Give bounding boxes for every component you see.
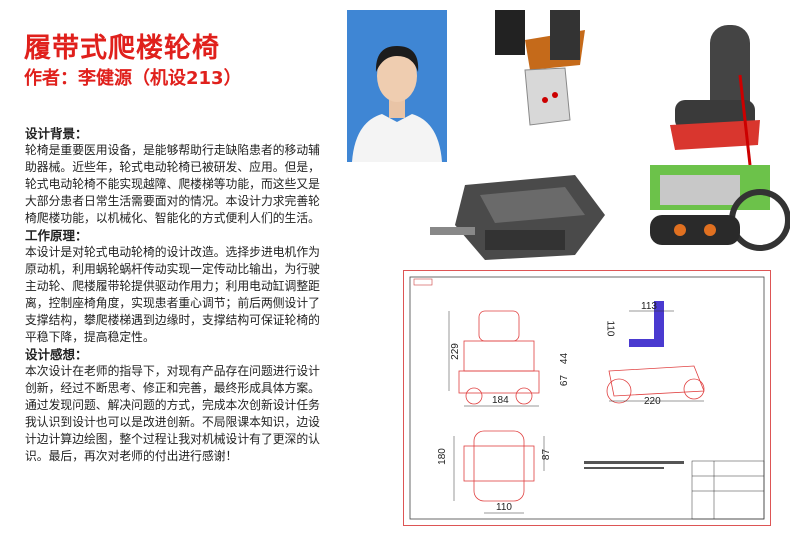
author-portrait: [347, 10, 447, 162]
wheelchair-render: [640, 15, 791, 260]
section-text-line: 通过发现问题、解决问题的方式，完成本次创新设计任务: [25, 398, 320, 412]
section-heading: 设计感想：: [25, 347, 88, 362]
section-text-line: 助器械。近些年，轮式电动轮椅已被研发、应用。但是，: [25, 160, 320, 174]
dim-top-b: 87: [541, 448, 553, 461]
section-text-line: 离，控制座椅角度，实现患者重心调节；前后两侧设计了: [25, 296, 320, 310]
section-text-line: 我认识到设计也可以是改进创新。不局限课本知识，边设: [25, 415, 320, 429]
section-text-line: 轮椅是重要医用设备，是能够帮助行走缺陷患者的移动辅: [25, 143, 320, 157]
section-text-line: 平稳下降，提高稳定性。: [25, 330, 155, 344]
dim-top-height: 180: [436, 448, 448, 465]
section-text-line: 原动机，利用蜗轮蜗杆传动实现一定传动比输出，为行驶: [25, 262, 320, 276]
dim-top-width: 110: [496, 502, 512, 513]
dim-side-top: 113: [641, 301, 657, 312]
section-text-line: 大部分患者日常生活需要面对的情况。本设计力求完善轮: [25, 194, 320, 208]
section-text-line: 创新，经过不断思考、修正和完善，最终形成具体方案。: [25, 381, 320, 395]
dim-front-a: 44: [559, 352, 571, 365]
author-line: 作者：李健源（机设213）: [24, 68, 242, 89]
section-text-line: 支撑结构，攀爬楼梯遇到边缘时，支撑结构可保证轮椅的: [25, 313, 320, 327]
section-text-line: 本次设计在老师的指导下，对现有产品存在问题进行设计: [25, 364, 320, 378]
engineering-drawing: 229 184 44 67 113 110 220 180 87 110: [403, 270, 771, 526]
description-body: 设计背景： 轮椅是重要医用设备，是能够帮助行走缺陷患者的移动辅助器械。近些年，轮式…: [25, 125, 340, 465]
section-text-line: 识。最后，再次对老师的付出进行感谢！: [25, 449, 238, 463]
section-text-line: 计边计算边绘图，整个过程让我对机械设计有了更深的认: [25, 432, 320, 446]
dim-side-seat: 110: [604, 320, 616, 337]
section-text-line: 椅爬楼功能，以机械化、智能化的方式便利人们的生活。: [25, 211, 320, 225]
dim-front-height: 229: [449, 343, 461, 360]
dim-front-b: 67: [559, 374, 571, 387]
section-text-line: 轮式电动轮椅不能实现越障、爬楼梯等功能，而这些又是: [25, 177, 320, 191]
section-heading: 工作原理：: [25, 228, 88, 243]
section-text-line: 主动轮、爬楼履带轮提供驱动作用力；利用电动缸调整距: [25, 279, 320, 293]
section-text-line: 本设计是对轮式电动轮椅的设计改造。选择步进电机作为: [25, 245, 320, 259]
gearbox-render: [425, 165, 615, 265]
poster-title: 履带式爬楼轮椅: [24, 33, 220, 64]
dim-side-width: 220: [644, 396, 661, 407]
crawler-track-render: [490, 10, 590, 130]
dim-front-width: 184: [492, 395, 509, 406]
section-heading: 设计背景：: [25, 126, 88, 141]
